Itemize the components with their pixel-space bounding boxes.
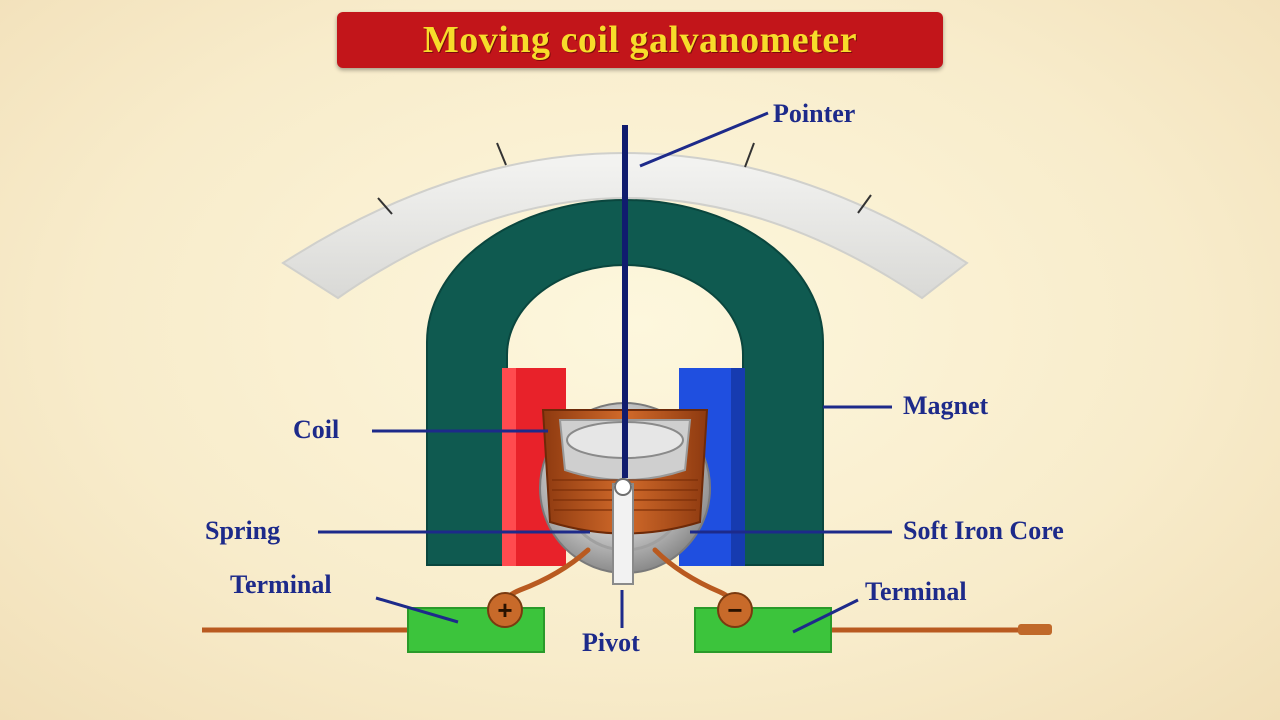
terminal-right-label: Terminal [865, 577, 967, 606]
horseshoe-magnet [426, 199, 824, 566]
terminal-block-positive: + [407, 592, 545, 653]
soft-iron-core-label: Soft Iron Core [903, 516, 1064, 545]
terminal-right-leader [792, 598, 859, 634]
pointer-label: Pointer [773, 99, 855, 128]
spring-label: Spring [205, 516, 280, 545]
scale-dial [281, 142, 969, 300]
positive-sign: + [497, 595, 512, 625]
negative-sign: − [727, 595, 742, 625]
lead-wire-end [1018, 624, 1052, 635]
pivot-label: Pivot [582, 628, 640, 657]
leader-lines [318, 111, 892, 634]
terminal-left-label: Terminal [230, 570, 332, 599]
scale-tick [377, 197, 393, 215]
pivot-shaft [612, 478, 634, 585]
scale-tick [496, 142, 507, 166]
coil-label: Coil [293, 415, 339, 444]
terminal-block-negative: − [694, 592, 832, 653]
terminal-left-leader [375, 596, 459, 624]
scale-tick [857, 194, 872, 214]
diagram-title: Moving coil galvanometer [422, 19, 858, 61]
scale-tick [744, 142, 755, 168]
pointer-leader [639, 111, 769, 168]
title-banner: Moving coil galvanometer [337, 12, 943, 68]
magnet-label: Magnet [903, 391, 989, 420]
